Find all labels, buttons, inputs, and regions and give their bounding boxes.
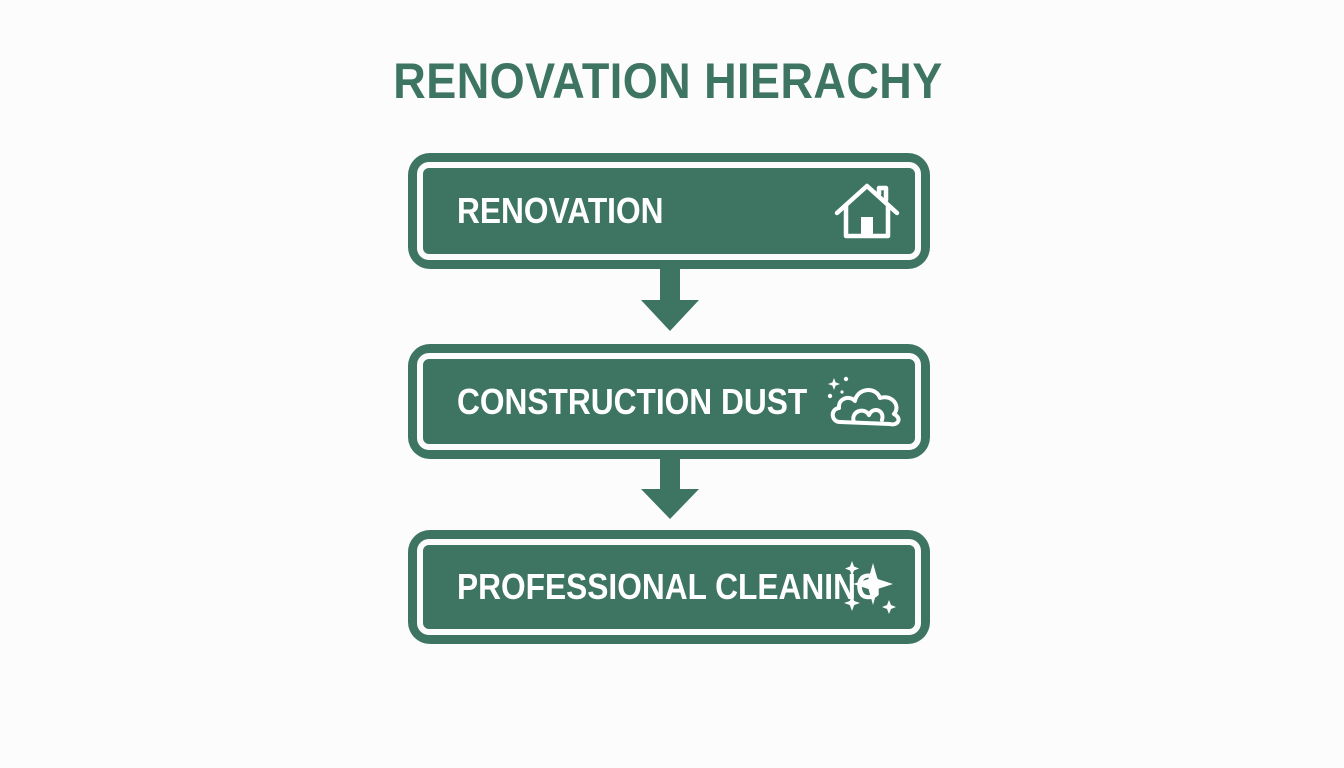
step-box-renovation: RENOVATION xyxy=(408,153,930,269)
sparkles-icon xyxy=(844,561,896,614)
step-box-inner: PROFESSIONAL CLEANING xyxy=(417,539,921,635)
house-icon xyxy=(834,183,900,239)
step-box-professional-cleaning: PROFESSIONAL CLEANING xyxy=(408,530,930,644)
step-label: PROFESSIONAL CLEANING xyxy=(457,566,881,607)
arrow-down-icon xyxy=(641,458,699,519)
diagram-title: RENOVATION HIERACHY xyxy=(393,53,943,109)
step-box-inner: RENOVATION xyxy=(417,162,921,260)
dust-cloud-icon xyxy=(827,376,901,426)
step-label: CONSTRUCTION DUST xyxy=(457,380,808,422)
step-box-construction-dust: CONSTRUCTION DUST xyxy=(408,344,930,459)
step-label: RENOVATION xyxy=(457,190,664,231)
step-box-inner: CONSTRUCTION DUST xyxy=(417,353,921,450)
arrow-down-icon xyxy=(641,268,699,331)
